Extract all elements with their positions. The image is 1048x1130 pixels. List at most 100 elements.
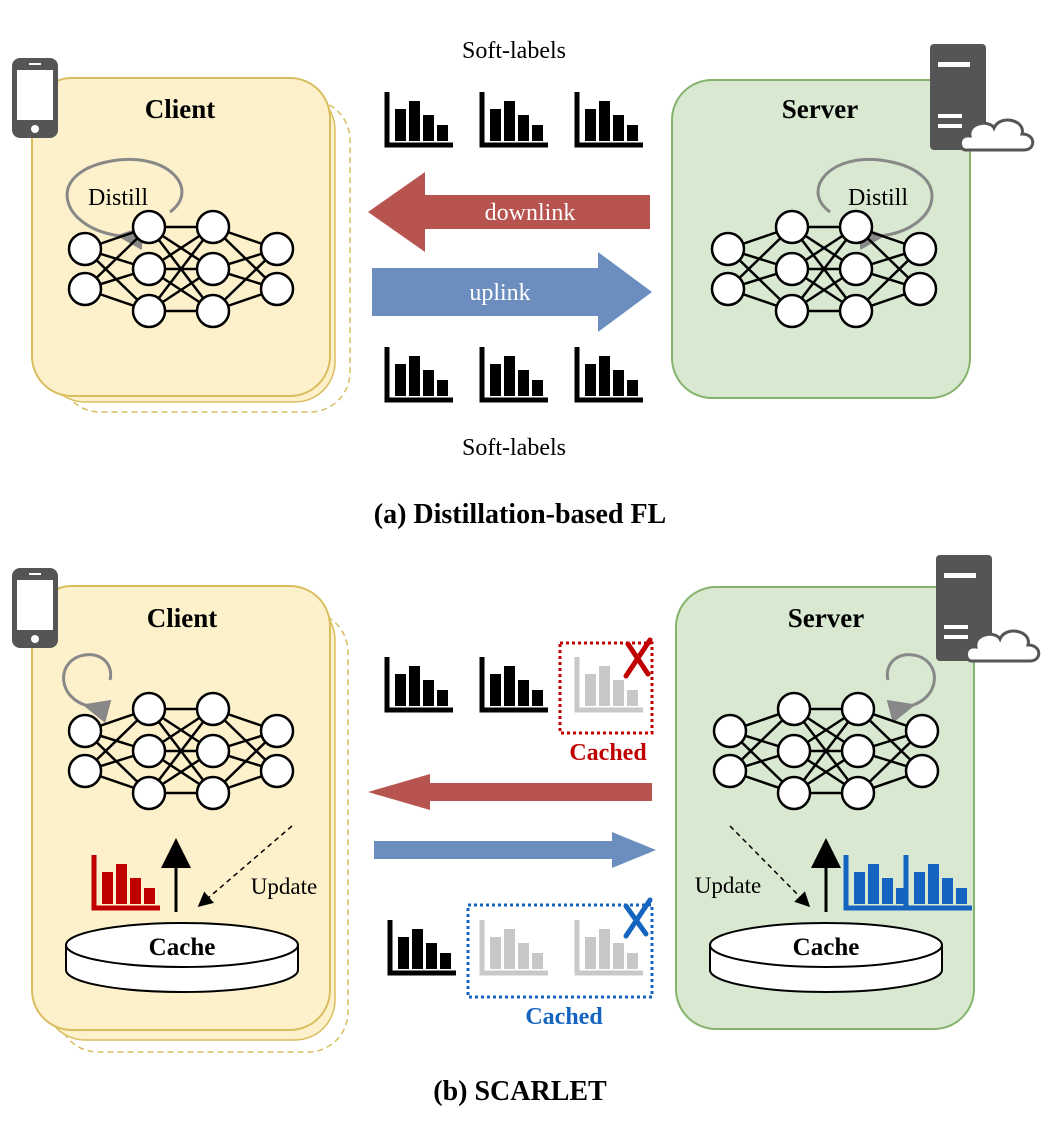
- cloud-icon: [965, 629, 1041, 663]
- chart-axis: [384, 347, 453, 403]
- client-network-a: [67, 209, 295, 329]
- chart-axis: [479, 657, 548, 713]
- chart-axis: [574, 920, 643, 976]
- chart-bar: [942, 878, 953, 904]
- cached-box-red: [558, 641, 654, 735]
- network-node: [131, 775, 167, 811]
- chart-bar: [490, 109, 501, 141]
- network-node: [195, 733, 231, 769]
- chart-bar: [426, 943, 437, 969]
- smartphone-icon: [12, 58, 58, 138]
- network-node: [904, 713, 940, 749]
- chart-bar: [490, 937, 501, 969]
- softlabels-bottom-label: Soft-labels: [462, 435, 566, 461]
- network-node: [195, 209, 231, 245]
- chart-bar: [423, 115, 434, 141]
- chart-axis: [91, 855, 160, 911]
- client-box-a: [31, 77, 331, 397]
- downlink-label: downlink: [485, 200, 576, 226]
- chart-bar: [599, 666, 610, 706]
- network-node: [774, 209, 810, 245]
- caption-a: (a) Distillation-based FL: [374, 499, 666, 530]
- network-node: [840, 733, 876, 769]
- chart-bar: [490, 674, 501, 706]
- chart-axis: [479, 347, 548, 403]
- softlabel-chart-icon: [479, 92, 548, 148]
- chart-bar: [613, 115, 624, 141]
- network-edge: [791, 226, 857, 312]
- network-node: [67, 231, 103, 267]
- chart-bar: [532, 953, 543, 969]
- chart-bar: [102, 872, 113, 904]
- chart-bar: [627, 690, 638, 706]
- network-node: [259, 753, 295, 789]
- chart-bar: [116, 864, 127, 904]
- chart-axis: [903, 855, 972, 911]
- chart-bar: [437, 380, 448, 396]
- network-node: [840, 691, 876, 727]
- chart-bar: [532, 125, 543, 141]
- chart-bar: [423, 370, 434, 396]
- network-edge: [148, 708, 214, 794]
- network-node: [710, 231, 746, 267]
- chart-bar: [409, 101, 420, 141]
- network-node: [774, 293, 810, 329]
- softlabel-chart-icon: [384, 347, 453, 403]
- server-box-b: [675, 586, 975, 1030]
- chart-axis: [574, 92, 643, 148]
- chart-axis: [574, 657, 643, 713]
- panel-a: Client Server Distill Distill Soft-label…: [12, 38, 1035, 530]
- distill-loop-icon: [65, 157, 184, 250]
- chart-bar: [490, 364, 501, 396]
- network-node: [259, 231, 295, 267]
- chart-bar: [409, 356, 420, 396]
- distill-loop-icon: [62, 653, 113, 724]
- chart-bar: [599, 101, 610, 141]
- chart-bar: [532, 380, 543, 396]
- server-title-a: Server: [782, 94, 858, 124]
- downlink-arrow: [368, 172, 650, 252]
- uplink-arrow: [372, 252, 652, 332]
- distill-loop-icon: [816, 157, 934, 251]
- chart-bar: [928, 864, 939, 904]
- network-node: [67, 271, 103, 307]
- chart-bar: [437, 125, 448, 141]
- network-node: [195, 775, 231, 811]
- chart-bar: [627, 380, 638, 396]
- network-node: [712, 713, 748, 749]
- network-node: [195, 691, 231, 727]
- chart-axis: [479, 92, 548, 148]
- server-update-label: Update: [695, 873, 761, 898]
- chart-bar: [395, 109, 406, 141]
- chart-bar: [504, 929, 515, 969]
- softlabel-chart-icon: [384, 657, 453, 713]
- downlink-arrow: [368, 774, 652, 810]
- network-edge: [148, 226, 214, 312]
- client-cache: [65, 922, 299, 993]
- uplink-label: uplink: [469, 280, 530, 306]
- network-node: [774, 251, 810, 287]
- chart-bar: [504, 356, 515, 396]
- chart-bar: [398, 937, 409, 969]
- cached-softlabel-chart-icon: [91, 855, 160, 911]
- cached-softlabel-chart-icon: [574, 657, 643, 713]
- cached-softlabel-chart-icon: [843, 855, 912, 911]
- client-title-b: Client: [147, 603, 218, 633]
- chart-bar: [423, 680, 434, 706]
- chart-bar: [627, 125, 638, 141]
- chart-bar: [627, 953, 638, 969]
- network-node: [67, 753, 103, 789]
- chart-bar: [896, 888, 907, 904]
- server-network-b: [712, 691, 940, 811]
- server-cache: [709, 922, 943, 993]
- network-node: [131, 733, 167, 769]
- uplink-arrow: [374, 832, 656, 868]
- softlabel-chart-icon: [574, 347, 643, 403]
- cached-bottom-label: Cached: [525, 1004, 603, 1030]
- softlabel-chart-icon: [387, 920, 456, 976]
- chart-bar: [532, 690, 543, 706]
- chart-bar: [395, 674, 406, 706]
- cached-softlabel-chart-icon: [479, 920, 548, 976]
- cross-mark-icon: [623, 897, 653, 939]
- chart-bar: [613, 943, 624, 969]
